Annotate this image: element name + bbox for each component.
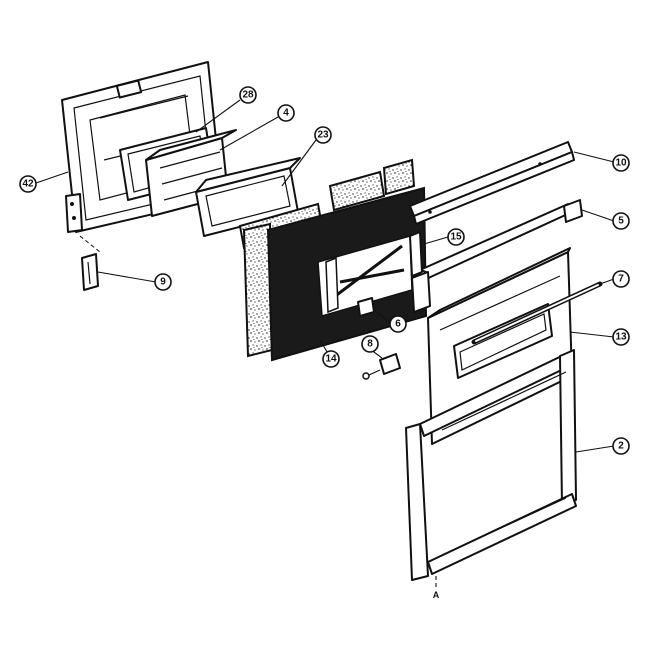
svg-text:10: 10	[615, 158, 627, 169]
svg-text:5: 5	[618, 216, 624, 227]
svg-text:6: 6	[395, 319, 401, 330]
callout-23: 23	[314, 126, 332, 144]
svg-text:15: 15	[450, 232, 462, 243]
part-8-latch	[362, 353, 401, 380]
svg-text:8: 8	[367, 339, 373, 350]
svg-text:28: 28	[242, 90, 254, 101]
svg-text:13: 13	[615, 332, 627, 343]
part-23-glass-frame	[195, 157, 301, 237]
callout-14: 14	[322, 350, 340, 368]
callout-6: 6	[389, 315, 407, 333]
svg-text:7: 7	[618, 274, 624, 285]
callout-42: 42	[19, 175, 37, 193]
part-2-door-frame	[405, 349, 577, 581]
svg-text:9: 9	[160, 277, 166, 288]
part-15-hinge-strip	[409, 231, 431, 313]
svg-text:42: 42	[22, 179, 34, 190]
callout-15: 15	[447, 228, 465, 246]
callout-10: 10	[612, 154, 630, 172]
part-10-top-trim	[409, 141, 575, 225]
assembly-guides	[79, 235, 437, 590]
part-6-insert	[357, 297, 375, 317]
bottom-marker-a: A	[433, 590, 440, 600]
svg-text:14: 14	[325, 354, 337, 365]
part-7-handle-rod	[471, 281, 603, 345]
callout-9: 9	[154, 273, 172, 291]
callout-13: 13	[612, 328, 630, 346]
svg-text:23: 23	[317, 130, 329, 141]
part-14-dark-panel	[266, 186, 428, 362]
part-13-outer-door	[427, 247, 573, 445]
part-9-clip	[81, 253, 99, 291]
callout-8: 8	[361, 335, 379, 353]
callout-2: 2	[612, 437, 630, 455]
callout-7: 7	[612, 270, 630, 288]
leader-lines	[35, 99, 615, 453]
callout-28: 28	[239, 86, 257, 104]
callout-4: 4	[277, 104, 295, 122]
svg-text:2: 2	[618, 441, 624, 452]
callout-5: 5	[612, 212, 630, 230]
svg-text:4: 4	[283, 108, 289, 119]
